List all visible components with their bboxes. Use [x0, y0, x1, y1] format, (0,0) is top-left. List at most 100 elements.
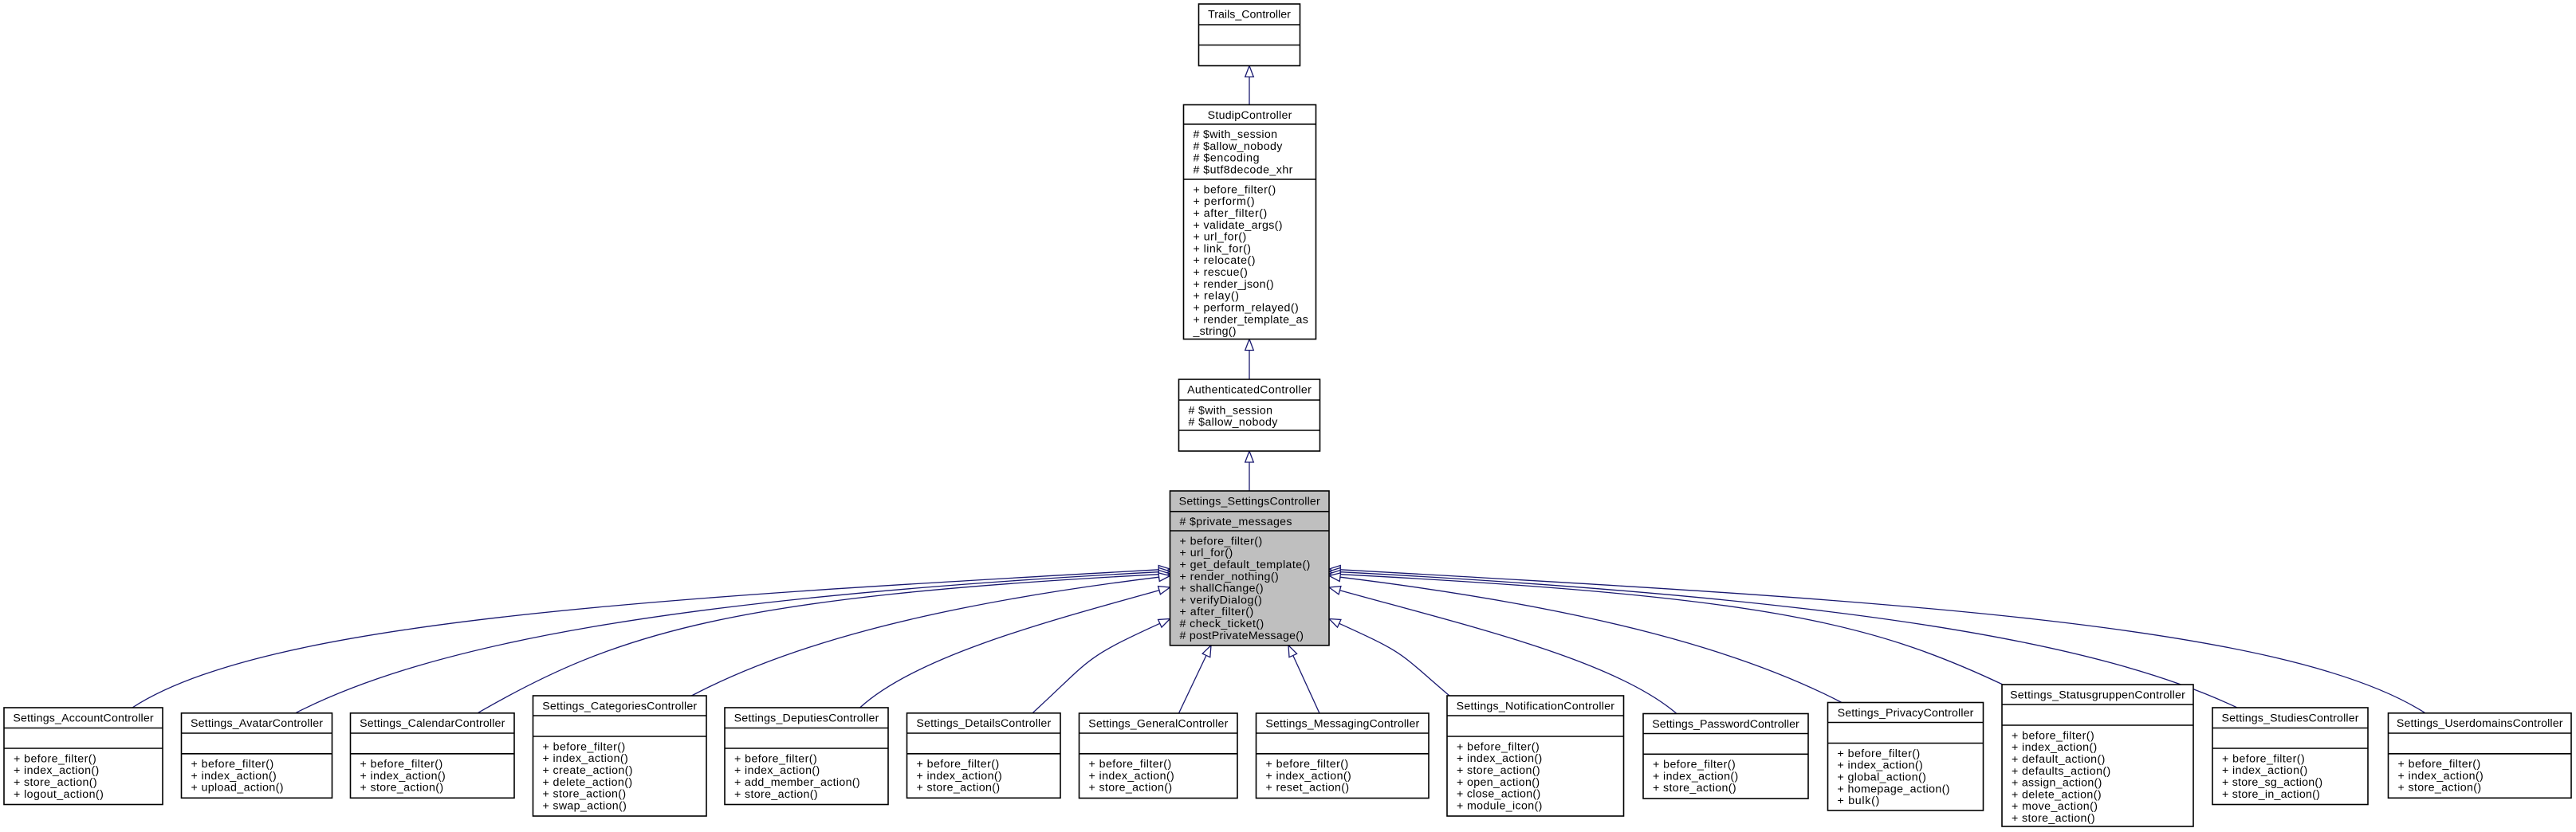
- svg-text:+ store_action(): + store_action(): [734, 788, 818, 801]
- svg-text:AuthenticatedController: AuthenticatedController: [1187, 383, 1312, 396]
- svg-text:+ index_action(): + index_action(): [543, 752, 628, 765]
- svg-text:Trails_Controller: Trails_Controller: [1208, 8, 1291, 21]
- svg-text:+ before_filter(): + before_filter(): [2012, 729, 2094, 742]
- svg-text:# $with_session: # $with_session: [1189, 404, 1273, 417]
- svg-text:+ bulk(): + bulk(): [1838, 795, 1880, 807]
- svg-text:Settings_NotificationControlle: Settings_NotificationController: [1457, 700, 1615, 712]
- svg-text:+ url_for(): + url_for(): [1180, 547, 1233, 559]
- svg-text:Settings_AccountController: Settings_AccountController: [13, 712, 154, 724]
- svg-text:+ index_action(): + index_action(): [360, 770, 446, 783]
- svg-text:+ before_filter(): + before_filter(): [543, 740, 626, 753]
- svg-text:+ render_template_as: + render_template_as: [1194, 313, 1308, 326]
- svg-text:_string(): _string(): [1193, 325, 1237, 338]
- svg-text:+ index_action(): + index_action(): [734, 764, 820, 777]
- svg-text:+ before_filter(): + before_filter(): [917, 758, 1000, 771]
- svg-text:+ global_action(): + global_action(): [1838, 771, 1926, 783]
- svg-text:Settings_PrivacyController: Settings_PrivacyController: [1838, 707, 1974, 720]
- svg-text:Settings_CategoriesController: Settings_CategoriesController: [542, 700, 697, 712]
- svg-text:Settings_SettingsController: Settings_SettingsController: [1179, 495, 1320, 508]
- svg-text:+ before_filter(): + before_filter(): [14, 752, 96, 765]
- svg-text:+ reset_action(): + reset_action(): [1266, 782, 1350, 795]
- svg-text:Settings_CalendarController: Settings_CalendarController: [360, 717, 505, 730]
- svg-text:+ before_filter(): + before_filter(): [191, 758, 274, 771]
- svg-text:+ move_action(): + move_action(): [2012, 800, 2098, 813]
- svg-text:+ assign_action(): + assign_action(): [2012, 777, 2102, 790]
- svg-text:+ before_filter(): + before_filter(): [360, 758, 443, 771]
- svg-text:Settings_AvatarController: Settings_AvatarController: [191, 717, 323, 730]
- svg-text:+ store_action(): + store_action(): [2398, 782, 2482, 795]
- svg-text:+ default_action(): + default_action(): [2012, 753, 2105, 766]
- svg-text:+ homepage_action(): + homepage_action(): [1838, 783, 1950, 795]
- svg-text:+ before_filter(): + before_filter(): [2222, 752, 2305, 765]
- svg-text:+ url_for(): + url_for(): [1194, 231, 1247, 244]
- svg-text:+ verifyDialog(): + verifyDialog(): [1180, 594, 1262, 606]
- svg-text:# $with_session: # $with_session: [1194, 128, 1278, 141]
- svg-text:+ validate_args(): + validate_args(): [1194, 219, 1283, 232]
- svg-text:+ index_action(): + index_action(): [1838, 759, 1923, 772]
- svg-text:# check_ticket(): # check_ticket(): [1180, 618, 1264, 630]
- svg-text:+ perform_relayed(): + perform_relayed(): [1194, 302, 1299, 315]
- svg-text:# $allow_nobody: # $allow_nobody: [1189, 416, 1279, 429]
- svg-text:# $private_messages: # $private_messages: [1180, 516, 1292, 528]
- svg-text:+ after_filter(): + after_filter(): [1180, 606, 1254, 618]
- svg-text:# $allow_nobody: # $allow_nobody: [1194, 140, 1284, 153]
- svg-text:+ store_in_action(): + store_in_action(): [2222, 788, 2320, 801]
- svg-text:+ module_icon(): + module_icon(): [1457, 799, 1542, 812]
- svg-text:+ before_filter(): + before_filter(): [1266, 758, 1349, 771]
- svg-text:+ rescue(): + rescue(): [1194, 266, 1248, 279]
- svg-text:+ index_action(): + index_action(): [2398, 770, 2484, 783]
- svg-text:+ store_action(): + store_action(): [1653, 782, 1736, 795]
- svg-text:+ relay(): + relay(): [1194, 290, 1240, 303]
- svg-text:Settings_GeneralController: Settings_GeneralController: [1088, 717, 1228, 730]
- svg-text:# postPrivateMessage(): # postPrivateMessage(): [1180, 630, 1304, 642]
- svg-text:+ index_action(): + index_action(): [2222, 764, 2307, 777]
- svg-text:+ index_action(): + index_action(): [1653, 770, 1738, 783]
- svg-text:StudipController: StudipController: [1208, 109, 1292, 122]
- svg-text:+ render_nothing(): + render_nothing(): [1180, 571, 1279, 583]
- svg-text:Settings_PasswordController: Settings_PasswordController: [1652, 718, 1799, 731]
- svg-text:+ store_action(): + store_action(): [1457, 764, 1540, 777]
- svg-text:+ before_filter(): + before_filter(): [1180, 535, 1263, 547]
- svg-text:+ before_filter(): + before_filter(): [1838, 748, 1921, 760]
- svg-text:+ before_filter(): + before_filter(): [734, 752, 817, 765]
- svg-text:# $encoding: # $encoding: [1194, 152, 1260, 165]
- svg-text:+ delete_action(): + delete_action(): [2012, 788, 2102, 801]
- svg-text:Settings_StudiesController: Settings_StudiesController: [2222, 712, 2359, 724]
- svg-text:+ before_filter(): + before_filter(): [2398, 758, 2481, 771]
- svg-text:+ close_action(): + close_action(): [1457, 788, 1540, 801]
- svg-text:+ store_sg_action(): + store_sg_action(): [2222, 776, 2322, 789]
- svg-text:+ add_member_action(): + add_member_action(): [734, 776, 860, 789]
- svg-text:+ index_action(): + index_action(): [1266, 770, 1351, 783]
- svg-text:+ store_action(): + store_action(): [2012, 812, 2095, 825]
- svg-text:+ store_action(): + store_action(): [917, 782, 1001, 795]
- svg-text:+ after_filter(): + after_filter(): [1194, 207, 1268, 220]
- svg-text:+ before_filter(): + before_filter(): [1457, 740, 1540, 753]
- svg-text:+ store_action(): + store_action(): [543, 788, 627, 801]
- svg-text:+ store_action(): + store_action(): [1089, 782, 1173, 795]
- svg-text:+ before_filter(): + before_filter(): [1089, 758, 1172, 771]
- svg-text:+ link_for(): + link_for(): [1194, 242, 1252, 255]
- svg-text:+ before_filter(): + before_filter(): [1194, 183, 1276, 196]
- svg-text:+ logout_action(): + logout_action(): [14, 788, 104, 801]
- svg-text:+ defaults_action(): + defaults_action(): [2012, 765, 2110, 778]
- svg-text:Settings_MessagingController: Settings_MessagingController: [1265, 717, 1419, 730]
- svg-text:+ render_json(): + render_json(): [1194, 278, 1274, 291]
- svg-text:+ delete_action(): + delete_action(): [543, 776, 633, 789]
- svg-text:+ relocate(): + relocate(): [1194, 254, 1256, 267]
- svg-text:+ index_action(): + index_action(): [2012, 741, 2097, 754]
- svg-text:+ index_action(): + index_action(): [917, 770, 1002, 783]
- svg-text:# $utf8decode_xhr: # $utf8decode_xhr: [1194, 164, 1293, 177]
- svg-text:+ get_default_template(): + get_default_template(): [1180, 559, 1311, 571]
- svg-text:+ perform(): + perform(): [1194, 195, 1255, 208]
- svg-text:+ index_action(): + index_action(): [1089, 770, 1174, 783]
- svg-text:+ open_action(): + open_action(): [1457, 776, 1540, 789]
- svg-text:Settings_DeputiesController: Settings_DeputiesController: [734, 712, 879, 724]
- svg-text:+ before_filter(): + before_filter(): [1653, 759, 1736, 771]
- svg-text:Settings_UserdomainsController: Settings_UserdomainsController: [2397, 717, 2563, 730]
- svg-text:+ store_action(): + store_action(): [360, 782, 444, 795]
- svg-text:+ upload_action(): + upload_action(): [191, 782, 284, 795]
- svg-text:+ shallChange(): + shallChange(): [1180, 583, 1264, 595]
- svg-text:+ create_action(): + create_action(): [543, 764, 633, 777]
- svg-text:+ index_action(): + index_action(): [14, 764, 99, 777]
- svg-text:Settings_StatusgruppenControll: Settings_StatusgruppenController: [2010, 689, 2185, 701]
